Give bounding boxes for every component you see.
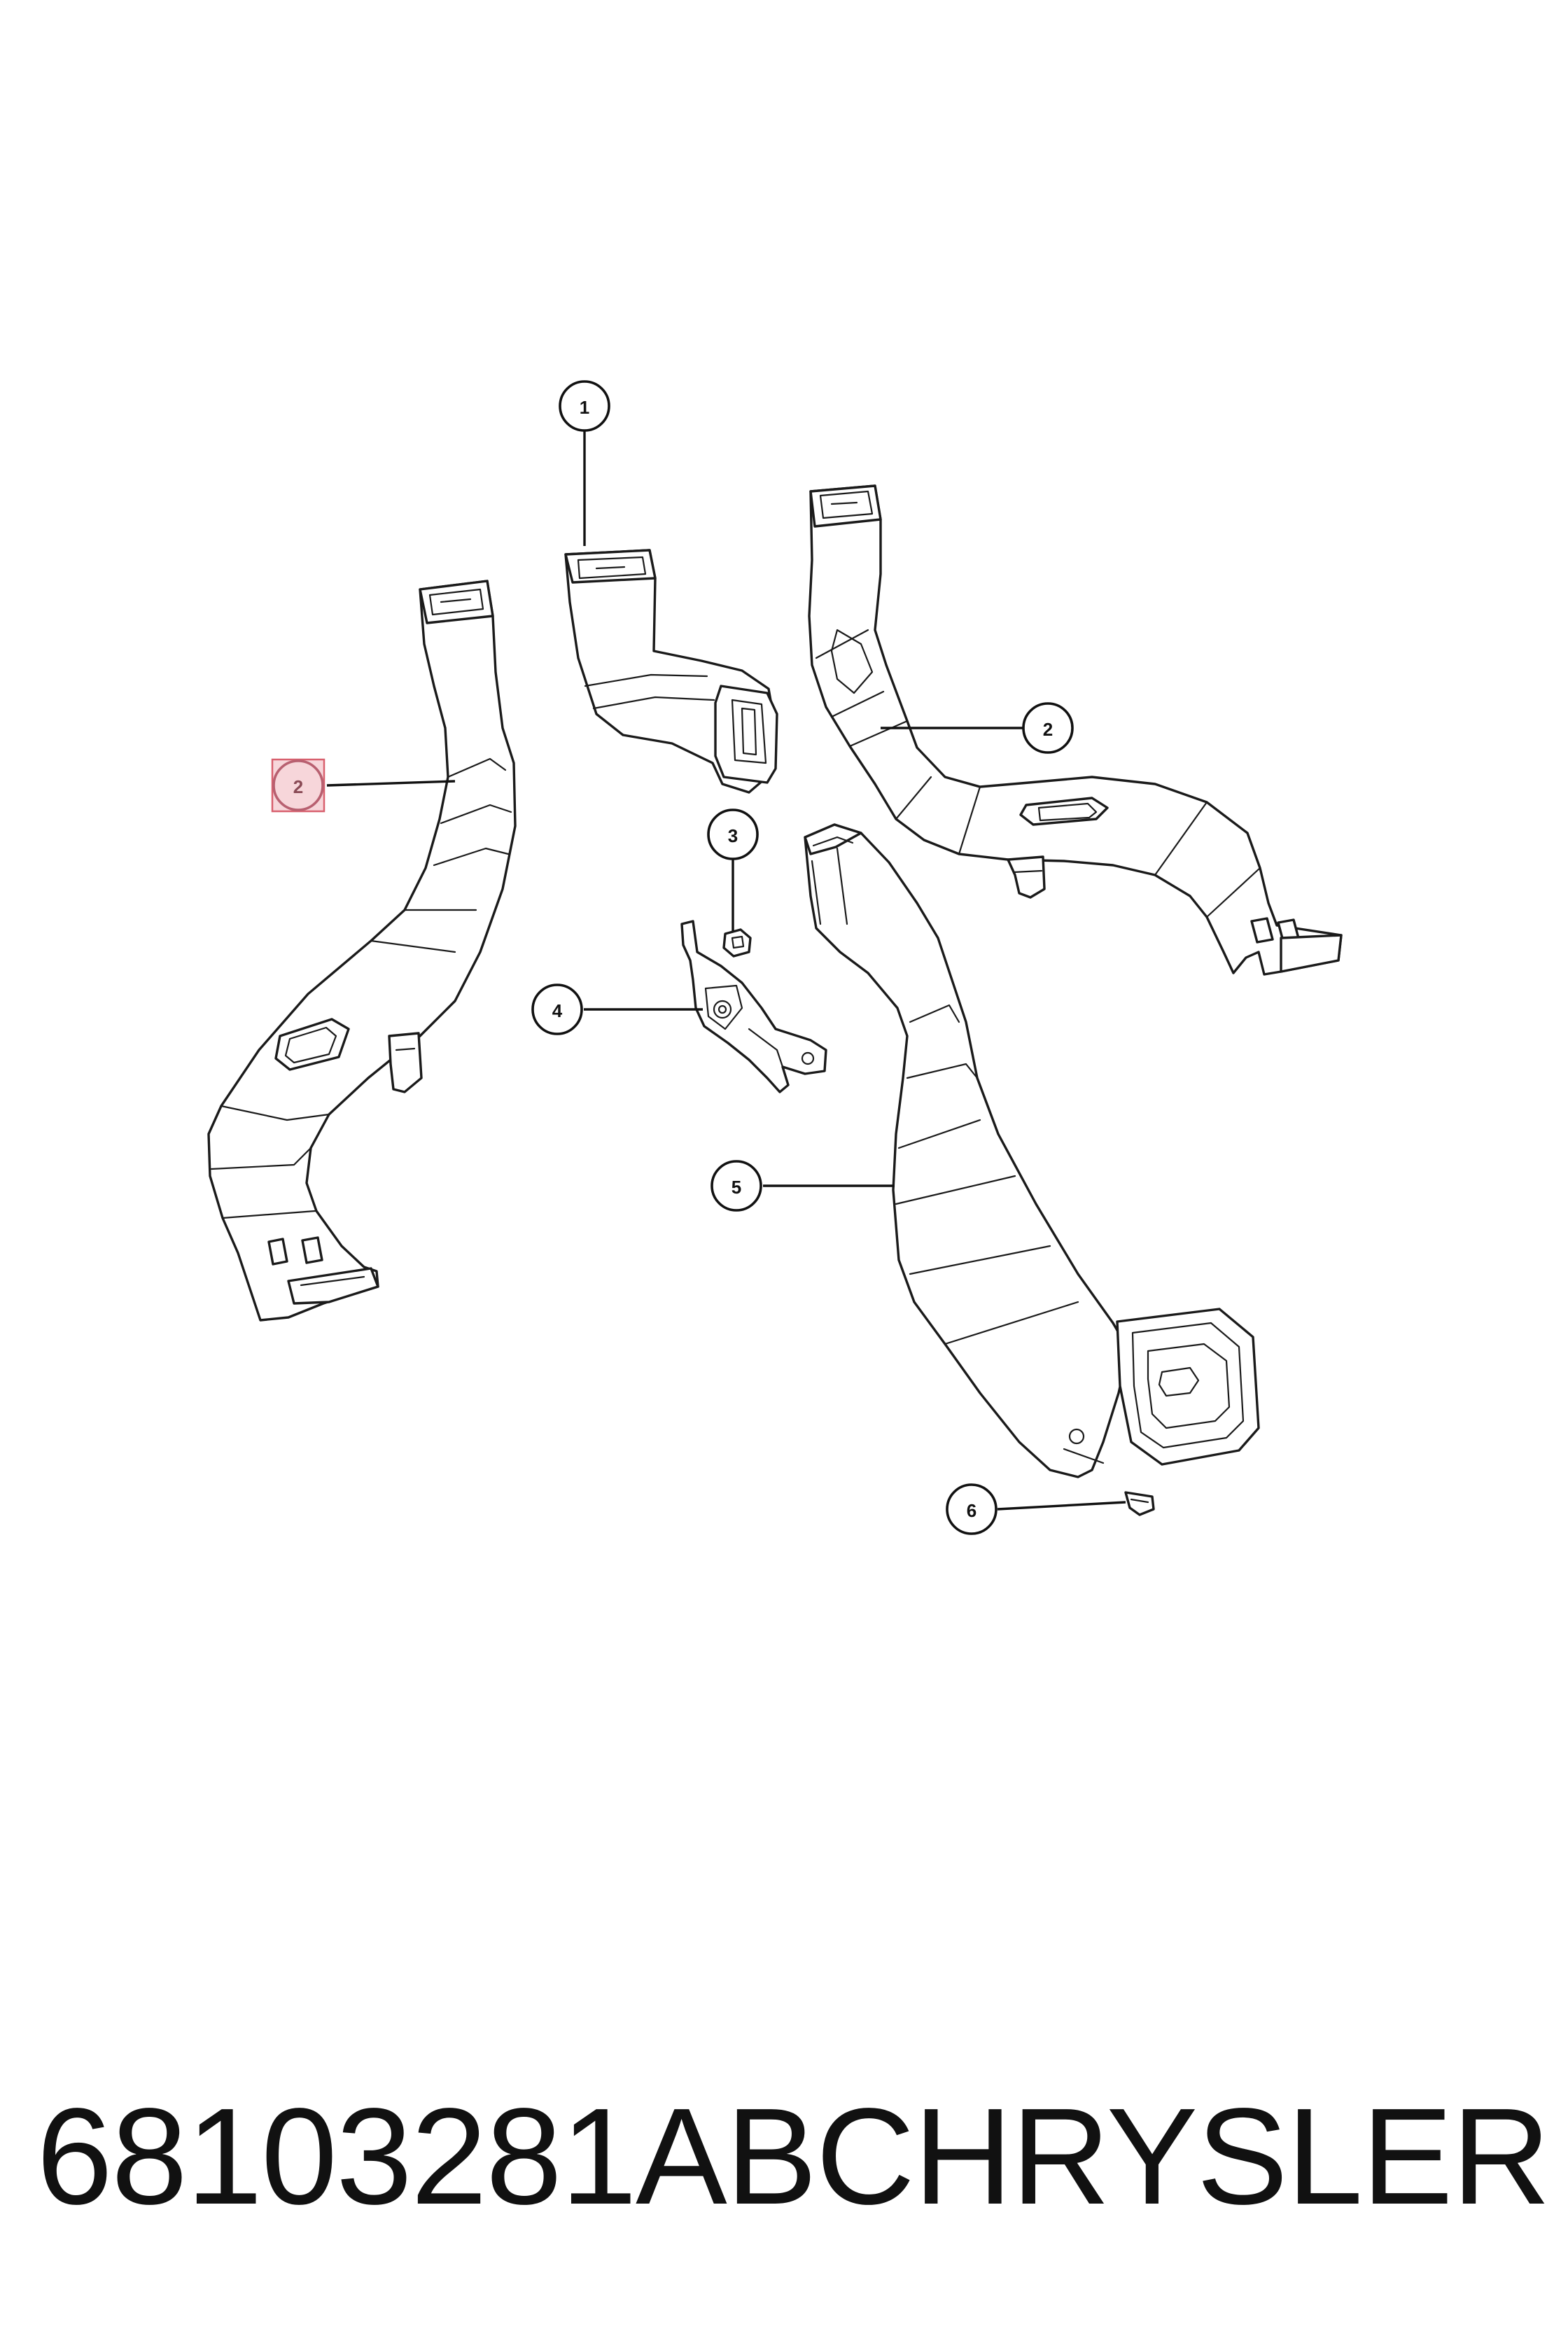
callout-5-label: 5 (732, 1177, 741, 1198)
leader-2-left (326, 780, 456, 787)
callout-2-right[interactable]: 2 (1022, 702, 1074, 754)
callout-4-label: 4 (552, 1000, 563, 1021)
callout-2-right-label: 2 (1043, 719, 1053, 740)
callout-6-label: 6 (967, 1500, 976, 1521)
callout-5[interactable]: 5 (710, 1160, 762, 1212)
part-2-left-duct[interactable] (207, 580, 517, 1322)
callout-6[interactable]: 6 (946, 1483, 997, 1535)
leader-lines (326, 430, 1126, 1511)
callout-4[interactable]: 4 (531, 983, 583, 1035)
part-5-duct[interactable] (804, 823, 1260, 1478)
callout-3-label: 3 (728, 825, 738, 846)
callout-3[interactable]: 3 (707, 808, 759, 860)
part-1-duct[interactable] (564, 549, 778, 794)
callout-1[interactable]: 1 (559, 380, 610, 432)
part-6-clip[interactable] (1124, 1491, 1155, 1516)
callout-2-left[interactable]: 2 (271, 758, 326, 813)
leader-6 (997, 1501, 1126, 1511)
callout-1-label: 1 (580, 397, 589, 418)
part-2-right-duct[interactable] (808, 484, 1343, 976)
part-4-bracket[interactable] (680, 920, 827, 1093)
footer-caption: 68103281AB CHRYSLER (36, 2072, 1550, 2240)
part-number: 68103281AB (36, 2079, 818, 2233)
callout-2-left-label: 2 (293, 776, 303, 797)
part-3-nut[interactable] (722, 928, 752, 958)
brand-name: CHRYSLER (816, 2079, 1551, 2233)
